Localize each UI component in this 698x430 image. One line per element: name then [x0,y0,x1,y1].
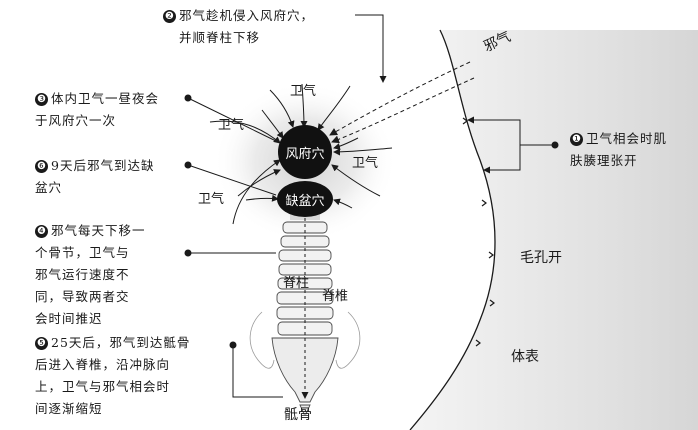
note-5-line-4: 间逐渐缩短 [35,401,103,416]
weiqi-arrows [209,83,393,225]
note-5-line-3: 上，卫气与邪气相会时 [35,379,171,394]
note-4-line-1: 邪气每天下移一 [51,223,146,238]
leader-lines [184,14,559,398]
note-6-line-2: 盆穴 [35,180,63,195]
note-4-line-4: 同，导致两者交 [35,289,130,304]
quepen-node [277,181,333,217]
note-5-line-2: 后进入脊椎，沿冲脉向 [35,357,171,372]
digu-label: 骶骨 [284,407,312,423]
note-4-line-5: 会时间推迟 [35,311,103,326]
xieqi-paths [329,61,475,144]
weiqi-label-left: 卫气 [218,118,245,133]
note-1-number: ❶ [570,133,583,146]
note-2-line-2: 并顺脊柱下移 [179,30,261,45]
body-surface [410,30,698,430]
weiqi-label-bottom: 卫气 [198,192,225,207]
note-2-number: ❷ [163,10,176,23]
note-2-line-1: 邪气趁机侵入风府穴， [179,8,315,23]
tibiao-label: 体表 [511,349,539,365]
note-3-line-1: 体内卫气一昼夜会 [51,91,160,106]
note-4-number: ❹ [35,225,48,238]
note-4-line-3: 邪气运行速度不 [35,267,130,282]
maokong-label: 毛孔开 [520,250,562,266]
note-3-number: ❸ [35,93,48,106]
note-5-number: ❺ [35,337,48,350]
jizhui-label: 脊椎 [322,289,349,304]
note-1-line-2: 肤腠理张开 [570,153,638,168]
jizhu-label: 脊柱 [283,276,310,291]
note-6-line-1: 9天后邪气到达缺 [51,158,155,173]
quepen-label: 缺盆穴 [285,194,325,209]
note-5-line-1: 25天后，邪气到达骶骨 [51,335,191,350]
fengfu-label: 风府穴 [285,147,325,162]
note-3-line-2: 于风府穴一次 [35,113,117,128]
weiqi-label-top: 卫气 [290,84,317,99]
weiqi-label-right: 卫气 [352,156,379,171]
note-1-line-1: 卫气相会时肌 [586,131,668,146]
body-surface-edge [409,29,496,430]
fengfu-node [278,125,332,179]
note-6-number: ❻ [35,160,48,173]
note-4-line-2: 个骨节，卫气与 [35,245,130,260]
